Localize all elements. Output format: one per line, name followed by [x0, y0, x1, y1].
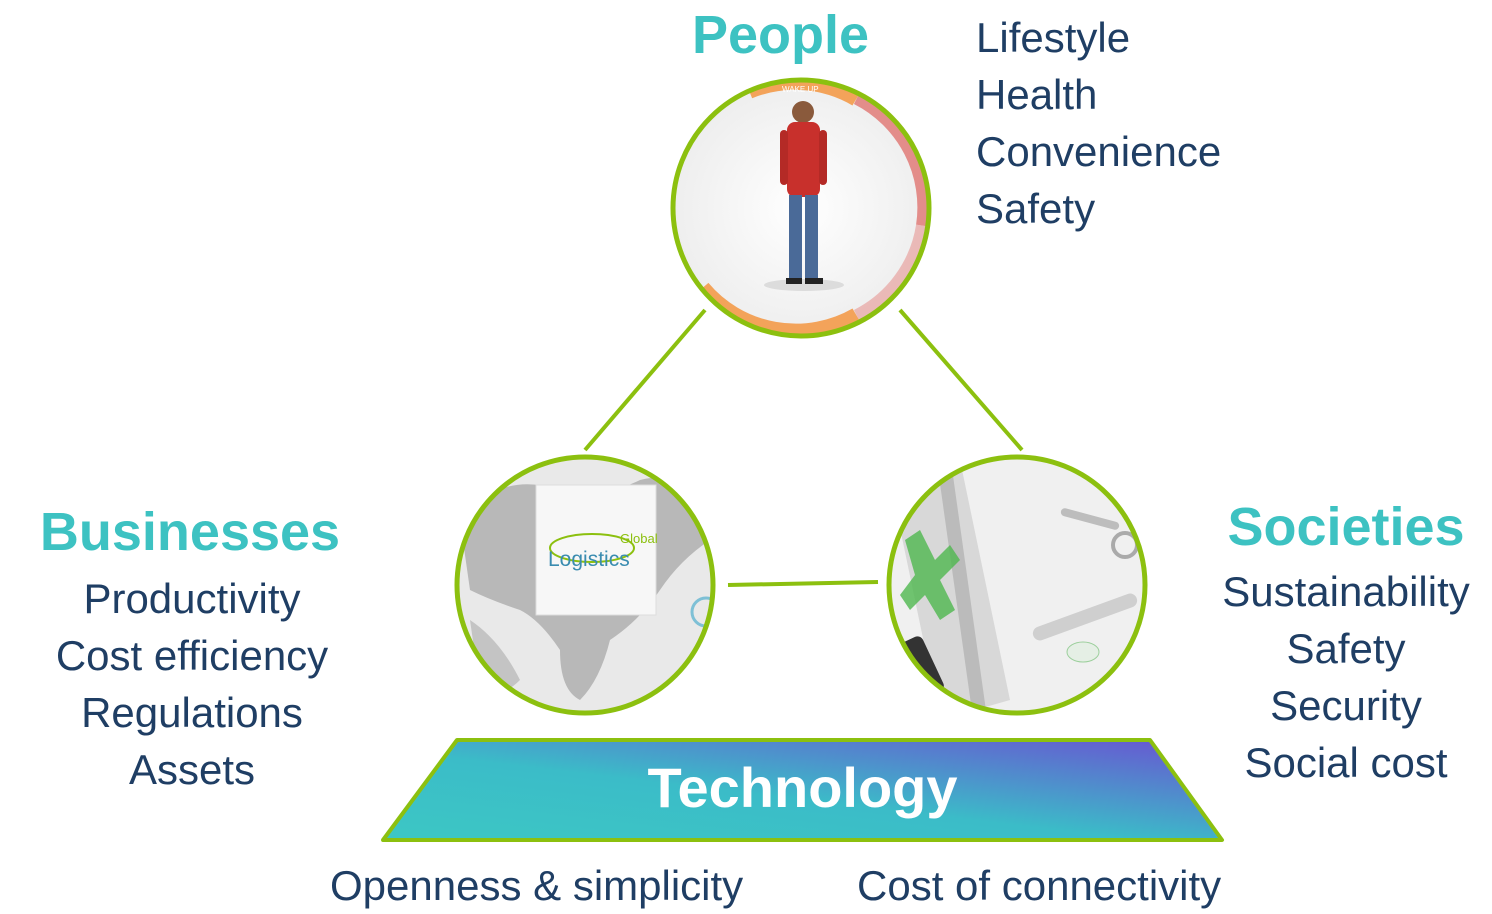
- businesses-item-productivity: Productivity: [83, 575, 301, 622]
- businesses-item-cost-efficiency: Cost efficiency: [55, 632, 329, 679]
- people-image: WAKE UP: [670, 77, 932, 339]
- people-title: People: [692, 5, 870, 65]
- people-list: Lifestyle Health Convenience Safety: [976, 9, 1221, 237]
- connector-businesses-societies: [727, 580, 879, 587]
- connector-people-societies: [898, 308, 1024, 452]
- societies-item-social-cost: Social cost: [1244, 739, 1448, 786]
- technology-platform: [381, 738, 1224, 842]
- societies-title: Societies: [1227, 497, 1465, 557]
- societies-item-security: Security: [1270, 682, 1422, 729]
- logo-text-logistics: Logistics: [548, 548, 630, 571]
- businesses-list: Productivity Cost efficiency Regulations…: [0, 570, 384, 798]
- ring-label-wake-up: WAKE UP: [782, 85, 819, 94]
- businesses-item-regulations: Regulations: [81, 689, 303, 736]
- people-item-lifestyle: Lifestyle: [976, 14, 1131, 61]
- technology-footer-openness: Openness & simplicity: [330, 862, 744, 909]
- technology-footer-cost: Cost of connectivity: [857, 862, 1222, 909]
- societies-item-sustainability: Sustainability: [1222, 568, 1470, 615]
- societies-image: [886, 454, 1148, 716]
- connector-people-businesses: [583, 308, 707, 452]
- people-item-safety: Safety: [976, 185, 1096, 232]
- businesses-item-assets: Assets: [128, 746, 256, 793]
- technology-title: Technology: [647, 756, 958, 819]
- people-item-health: Health: [976, 71, 1098, 118]
- people-item-convenience: Convenience: [976, 128, 1222, 175]
- businesses-title: Businesses: [39, 502, 341, 562]
- societies-list: Sustainability Safety Security Social co…: [1200, 563, 1492, 791]
- logo-text-global: Global: [620, 531, 658, 546]
- businesses-image: Global Logistics: [454, 454, 716, 716]
- societies-item-safety: Safety: [1286, 625, 1406, 672]
